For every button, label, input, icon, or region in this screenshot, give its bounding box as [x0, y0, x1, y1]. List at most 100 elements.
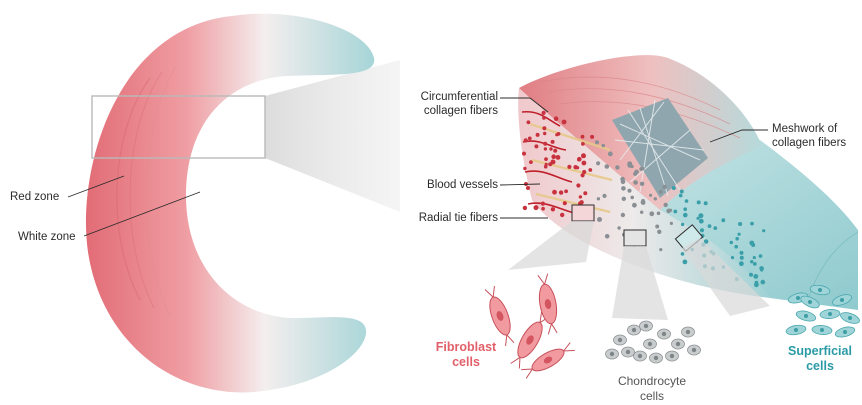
meniscus-c-shape: [86, 14, 374, 393]
cross-section-cell: [655, 225, 659, 229]
cross-section-cell: [672, 186, 676, 190]
cross-section-cell: [559, 190, 563, 194]
radial-tie-fibers-label: Radial tie fibers: [398, 211, 498, 225]
superficial-nucleus: [840, 298, 844, 302]
cross-section-cell: [696, 217, 699, 220]
cross-section-cell: [632, 203, 637, 208]
cross-section-cell: [576, 166, 579, 169]
cross-section-cell: [622, 197, 626, 201]
cross-section-cell: [529, 160, 533, 164]
cross-section-cell: [597, 197, 600, 200]
cross-section-cell: [750, 260, 753, 263]
cross-section-cell: [552, 190, 557, 195]
superficial-nucleus: [818, 288, 822, 292]
cross-section-cell: [738, 233, 741, 236]
cross-section-cell: [633, 180, 638, 185]
chondrocyte-nucleus: [610, 352, 614, 356]
cross-section-cell: [564, 189, 568, 193]
cross-section-cell: [541, 202, 545, 206]
cross-section-cell: [762, 229, 765, 232]
cross-section-cell: [713, 226, 717, 230]
cross-section-cell: [657, 212, 661, 216]
cross-section-cell: [740, 251, 744, 255]
chondrocyte-nucleus: [648, 342, 652, 346]
cross-section-cell: [595, 140, 599, 144]
cross-section-cell: [554, 116, 559, 121]
cross-section-cell: [615, 165, 619, 169]
cross-section-cell: [657, 230, 661, 234]
superficial-label-line1: Superficial: [780, 344, 860, 359]
chondrocyte-label-line1: Chondrocyte: [612, 374, 692, 389]
cross-section-cell: [548, 162, 552, 166]
circumferential-label-line1: Circumferential: [398, 90, 498, 104]
cross-section-cell: [563, 201, 567, 205]
cross-section-cell: [630, 196, 634, 200]
cross-section-cell: [542, 126, 546, 130]
cross-section-cell: [605, 164, 610, 169]
cross-section-cell: [734, 245, 738, 249]
chondrocyte-nucleus: [676, 342, 680, 346]
chondrocyte-nucleus: [644, 324, 648, 328]
cross-section-cell: [551, 154, 556, 159]
superficial-label: Superficial cells: [780, 344, 860, 374]
cross-section-cell: [627, 189, 631, 193]
chondrocyte-nucleus: [670, 354, 674, 358]
cross-section-cell: [528, 137, 532, 141]
cross-section-cell: [560, 213, 564, 217]
meshwork-label-line2: collagen fibers: [772, 136, 846, 150]
cross-section-cell: [641, 201, 645, 205]
cross-section-cell: [735, 237, 739, 241]
projection-cone: [265, 60, 400, 212]
cross-section-cell: [542, 111, 546, 115]
superficial-nucleus: [794, 328, 798, 332]
chondrocyte-cells: [606, 321, 701, 363]
cross-section-cell: [542, 116, 546, 120]
cross-section-cell: [685, 199, 689, 203]
meshwork-label-line1: Meshwork of: [772, 122, 846, 136]
cross-section-cell: [583, 191, 587, 195]
cross-section-cell: [579, 195, 582, 198]
cross-section-cell: [581, 142, 585, 146]
cross-section-cell: [602, 144, 605, 147]
cross-section-cell: [617, 226, 620, 229]
cross-section-cell: [659, 248, 662, 251]
cross-section-cell: [697, 200, 701, 204]
cross-section-cell: [759, 254, 763, 258]
cross-section-cell: [708, 224, 712, 228]
cross-section-cell: [551, 207, 555, 211]
cross-section-cell: [664, 203, 668, 207]
cross-section-cell: [544, 157, 548, 161]
cross-section-cell: [621, 186, 626, 191]
cross-section-cell: [659, 190, 663, 194]
cross-section-cell: [534, 205, 539, 210]
cross-section-cell: [543, 132, 546, 135]
cross-section-cell: [683, 207, 687, 211]
cross-section-cell: [704, 201, 708, 205]
cross-section-cell: [633, 172, 637, 176]
fibroblast-label-line2: cells: [426, 355, 506, 370]
superficial-nucleus: [808, 300, 812, 304]
cross-section-cell: [581, 135, 585, 139]
cross-section-cell: [523, 167, 526, 170]
circumferential-label: Circumferential collagen fibers: [398, 90, 498, 118]
cross-section-cell: [739, 261, 744, 266]
cross-section-cell: [596, 161, 600, 165]
cross-section-cell: [602, 194, 606, 198]
superficial-label-line2: cells: [780, 359, 860, 374]
cross-section-cell: [621, 180, 626, 185]
cross-section-cell: [605, 234, 610, 239]
cross-section-cell: [750, 222, 754, 226]
meshwork-label: Meshwork of collagen fibers: [772, 122, 846, 150]
cross-section-cell: [579, 200, 583, 204]
cross-section-cell: [524, 138, 528, 142]
cross-section-cell: [588, 168, 592, 172]
chondrocyte-label: Chondrocyte cells: [612, 374, 692, 404]
cross-section-cell: [649, 211, 654, 216]
cross-section-cell: [639, 167, 643, 171]
chondrocyte-nucleus: [638, 354, 642, 358]
cross-section-cell: [753, 256, 756, 259]
cross-section-cell: [545, 163, 548, 166]
cross-section-cell: [577, 158, 581, 162]
cross-section-cell: [699, 219, 704, 224]
